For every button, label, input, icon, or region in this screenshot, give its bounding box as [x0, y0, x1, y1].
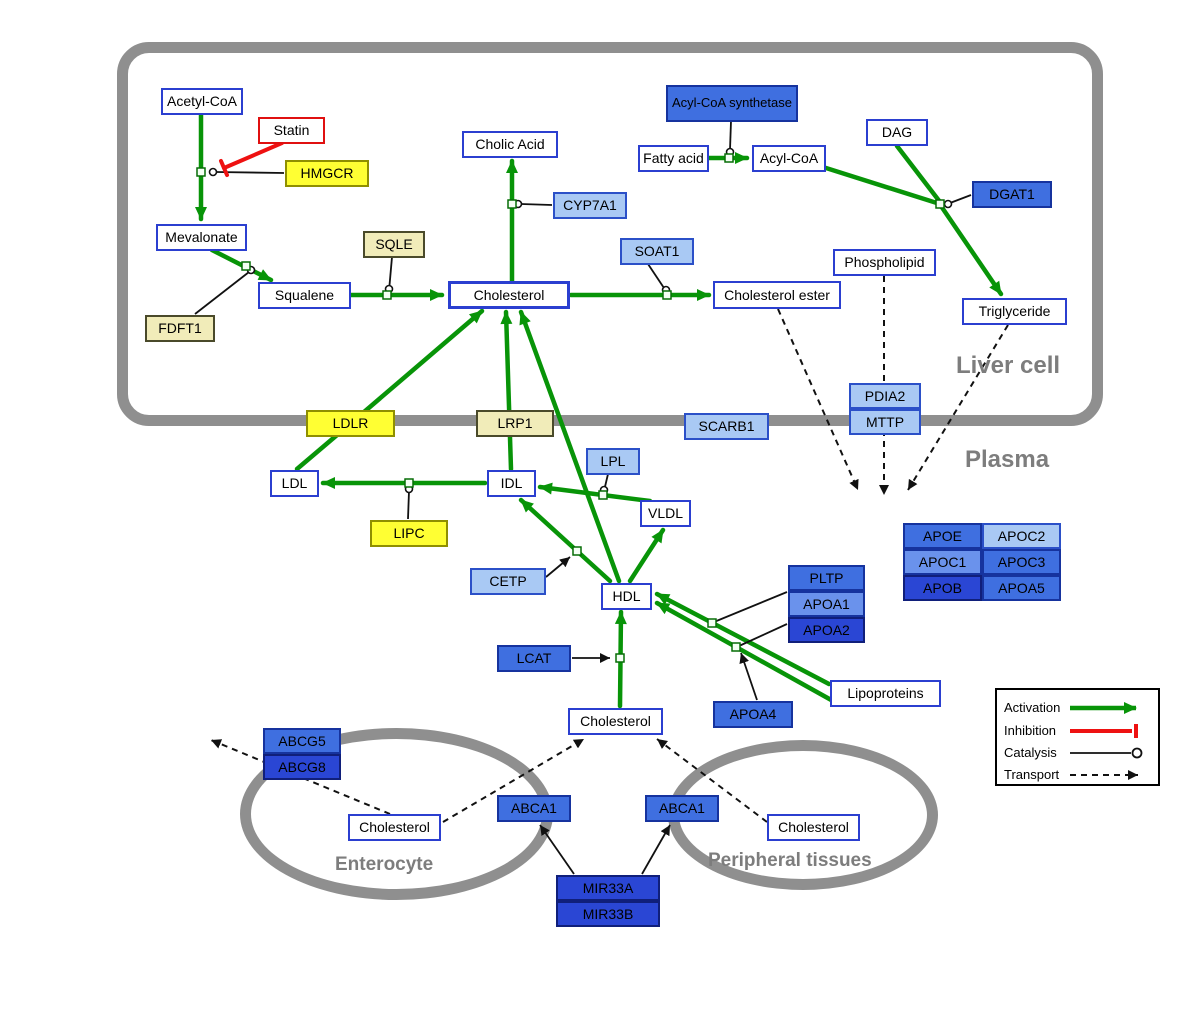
node-hdl[interactable]: HDL	[601, 583, 652, 610]
node-dag[interactable]: DAG	[866, 119, 928, 146]
node-lcat[interactable]: LCAT	[497, 645, 571, 672]
node-mevalonate[interactable]: Mevalonate	[156, 224, 247, 251]
node-triglyceride[interactable]: Triglyceride	[962, 298, 1067, 325]
node-acetyl-coa[interactable]: Acetyl-CoA	[161, 88, 243, 115]
node-ldl[interactable]: LDL	[270, 470, 319, 497]
node-phospholipid[interactable]: Phospholipid	[833, 249, 936, 276]
node-pdia2[interactable]: PDIA2	[849, 383, 921, 409]
node-hmgcr[interactable]: HMGCR	[285, 160, 369, 187]
node-cholic-acid[interactable]: Cholic Acid	[462, 131, 558, 158]
plasma-label: Plasma	[965, 446, 1050, 473]
liver-cell-label: Liver cell	[956, 352, 1061, 379]
node-apoc3[interactable]: APOC3	[982, 549, 1061, 575]
node-ldlr[interactable]: LDLR	[306, 410, 395, 437]
node-soat1[interactable]: SOAT1	[620, 238, 694, 265]
legend-catalysis-label: Catalysis	[1004, 745, 1057, 760]
node-mttp[interactable]: MTTP	[849, 409, 921, 435]
node-idl[interactable]: IDL	[487, 470, 536, 497]
node-statin[interactable]: Statin	[258, 117, 325, 144]
node-mir33a[interactable]: MIR33A	[556, 875, 660, 901]
node-pltp[interactable]: PLTP	[788, 565, 865, 591]
node-apoe[interactable]: APOE	[903, 523, 982, 549]
node-apoa1[interactable]: APOA1	[788, 591, 865, 617]
node-vldl[interactable]: VLDL	[640, 500, 691, 527]
node-cholesterol-plasma[interactable]: Cholesterol	[568, 708, 663, 735]
node-cholesterol-peripheral[interactable]: Cholesterol	[767, 814, 860, 841]
node-acyl-coa[interactable]: Acyl-CoA	[752, 145, 826, 172]
node-acyl-coa-synthetase[interactable]: Acyl-CoA synthetase	[666, 85, 798, 122]
node-mir33b[interactable]: MIR33B	[556, 901, 660, 927]
node-cholesterol-liver[interactable]: Cholesterol	[448, 281, 570, 309]
legend-inhibition-label: Inhibition	[1004, 723, 1057, 738]
node-lipoproteins[interactable]: Lipoproteins	[830, 680, 941, 707]
node-apoc1[interactable]: APOC1	[903, 549, 982, 575]
node-apoa4[interactable]: APOA4	[713, 701, 793, 728]
node-abca1-enterocyte[interactable]: ABCA1	[497, 795, 571, 822]
node-sqle[interactable]: SQLE	[363, 231, 425, 258]
node-squalene[interactable]: Squalene	[258, 282, 351, 309]
node-cholesterol-enterocyte[interactable]: Cholesterol	[348, 814, 441, 841]
node-scarb1[interactable]: SCARB1	[684, 413, 769, 440]
node-apoa5[interactable]: APOA5	[982, 575, 1061, 601]
node-lipc[interactable]: LIPC	[370, 520, 448, 547]
legend-transport-label: Transport	[1004, 767, 1060, 782]
node-abca1-peripheral[interactable]: ABCA1	[645, 795, 719, 822]
node-fdft1[interactable]: FDFT1	[145, 315, 215, 342]
node-abcg5[interactable]: ABCG5	[263, 728, 341, 754]
node-lpl[interactable]: LPL	[586, 448, 640, 475]
node-cyp7a1[interactable]: CYP7A1	[553, 192, 627, 219]
node-dgat1[interactable]: DGAT1	[972, 181, 1052, 208]
legend-activation-label: Activation	[1004, 700, 1061, 715]
node-lrp1[interactable]: LRP1	[476, 410, 554, 437]
node-apob[interactable]: APOB	[903, 575, 982, 601]
node-apoc2[interactable]: APOC2	[982, 523, 1061, 549]
node-apoa2[interactable]: APOA2	[788, 617, 865, 643]
node-cholesterol-ester[interactable]: Cholesterol ester	[713, 281, 841, 309]
node-fatty-acid[interactable]: Fatty acid	[638, 145, 709, 172]
enterocyte-label: Enterocyte	[335, 854, 434, 875]
node-abcg8[interactable]: ABCG8	[263, 754, 341, 780]
peripheral-tissues-label: Peripheral tissues	[708, 850, 872, 871]
node-cetp[interactable]: CETP	[470, 568, 546, 595]
